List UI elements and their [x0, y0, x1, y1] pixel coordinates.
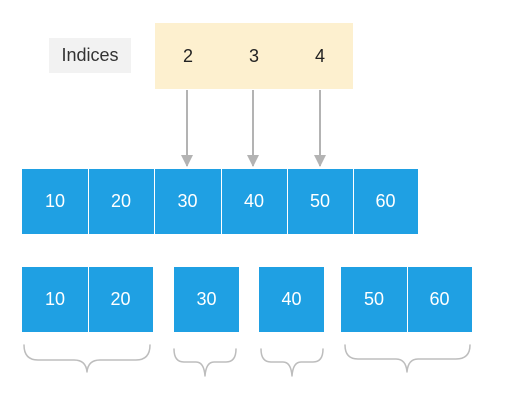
indices-label: Indices: [49, 38, 131, 73]
array-cell: 30: [154, 169, 221, 234]
group-braces: [23, 344, 471, 377]
brace-icon: [23, 344, 151, 373]
array-cell: 20: [88, 169, 154, 234]
cell-divider: [154, 169, 155, 234]
array-cell: 10: [22, 169, 88, 234]
group-cell: 10: [22, 267, 88, 332]
cell-divider: [407, 267, 408, 332]
array-cell: 40: [221, 169, 287, 234]
index-cell: 3: [221, 23, 287, 89]
cell-divider: [88, 169, 89, 234]
cell-divider: [221, 169, 222, 234]
arrowhead-icon: [314, 155, 326, 167]
brace-icon: [260, 348, 324, 377]
index-cell: 2: [155, 23, 221, 89]
group-cell: 20: [88, 267, 153, 332]
arrowhead-icon: [181, 155, 193, 167]
cell-divider: [287, 169, 288, 234]
index-cell: 4: [287, 23, 353, 89]
arrowhead-icon: [247, 155, 259, 167]
group-cell: 40: [259, 267, 324, 332]
group-cell: 30: [174, 267, 239, 332]
brace-icon: [173, 348, 237, 377]
cell-divider: [353, 169, 354, 234]
array-cell: 60: [353, 169, 418, 234]
brace-icon: [344, 344, 471, 373]
group-cell: 50: [341, 267, 407, 332]
index-arrows: [181, 90, 326, 167]
group-cell: 60: [407, 267, 472, 332]
array-cell: 50: [287, 169, 353, 234]
cell-divider: [88, 267, 89, 332]
